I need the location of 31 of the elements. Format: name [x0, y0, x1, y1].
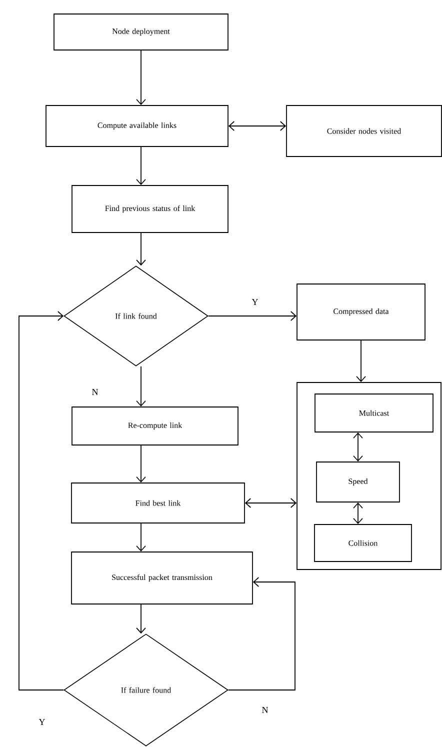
arrow	[356, 340, 366, 382]
edge-label: Y	[250, 298, 260, 306]
edge-label: N	[260, 706, 270, 714]
arrow	[136, 232, 146, 266]
arrow	[208, 311, 297, 321]
arrow	[353, 432, 363, 462]
process-box: Successful packet transmission	[71, 552, 253, 604]
arrow	[136, 50, 146, 106]
arrow	[136, 604, 146, 634]
arrow	[136, 366, 146, 407]
process-box: Compute available links	[46, 105, 228, 147]
arrow	[228, 577, 296, 690]
arrow	[136, 523, 146, 552]
process-box: Node deployment	[54, 14, 228, 50]
process-box: Speed	[316, 462, 400, 502]
process-box: Collision	[314, 524, 412, 562]
arrow	[136, 146, 146, 186]
arrow	[244, 498, 297, 508]
arrow	[18, 311, 64, 690]
arrow	[353, 502, 363, 524]
process-box: Multicast	[314, 394, 434, 432]
arrow	[228, 121, 286, 131]
process-box: Find previous status of link	[72, 185, 228, 233]
group-box	[296, 382, 442, 570]
edge-label: N	[90, 388, 100, 396]
arrow	[136, 445, 146, 483]
process-box: Re-compute link	[72, 406, 238, 446]
process-box: Consider nodes visited	[286, 105, 442, 157]
process-box: Compressed data	[296, 284, 426, 340]
process-box: Find best link	[71, 482, 245, 524]
edge-label: Y	[38, 718, 46, 726]
